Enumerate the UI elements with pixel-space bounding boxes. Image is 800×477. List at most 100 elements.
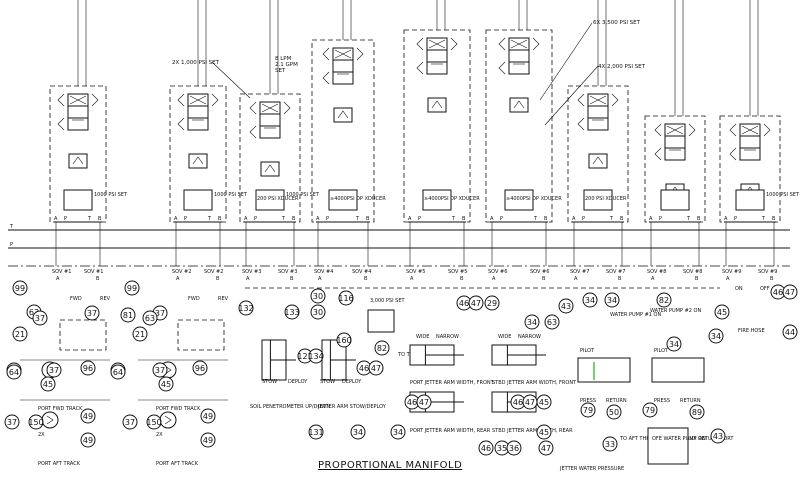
balloon-number: 34 bbox=[527, 318, 537, 327]
reducer-module bbox=[183, 189, 213, 211]
press-label: PRESS bbox=[654, 398, 670, 404]
balloon-number: 47 bbox=[471, 299, 481, 308]
balloon-circle bbox=[308, 424, 324, 440]
port-letter: P bbox=[734, 216, 737, 222]
spool-envelope bbox=[508, 49, 530, 63]
port-letter: A bbox=[408, 216, 412, 222]
item-balloon: 89 bbox=[689, 404, 705, 420]
sov-label: SOV #6 bbox=[530, 269, 549, 275]
item-balloon: 37 bbox=[46, 362, 62, 378]
item-balloon: 45 bbox=[536, 424, 552, 440]
balloon-circle bbox=[84, 305, 100, 321]
balloon-circle bbox=[80, 408, 96, 424]
balloon-number: 46 bbox=[773, 288, 783, 297]
port-b-label: B bbox=[364, 276, 368, 282]
main-rails: T P bbox=[8, 224, 790, 289]
balloon-circle bbox=[782, 324, 798, 340]
balloon-number: 34 bbox=[607, 296, 617, 305]
balloon-number: 81 bbox=[123, 311, 133, 320]
solenoid-actuator bbox=[729, 123, 737, 161]
item-balloon: 134 bbox=[308, 348, 324, 364]
port-letter: A bbox=[174, 216, 178, 222]
callout-flow-set: SET bbox=[275, 68, 286, 74]
balloon-circle bbox=[152, 362, 168, 378]
item-balloon: 116 bbox=[338, 290, 354, 306]
flow-divider-block bbox=[59, 319, 107, 351]
solenoid-actuator bbox=[416, 37, 424, 75]
qty-label: 2X bbox=[156, 432, 163, 438]
flow-arrow bbox=[510, 39, 528, 49]
item-balloon: 96 bbox=[80, 360, 96, 376]
balloon-circle bbox=[336, 332, 352, 348]
reducer-label: 1000 PSI SET bbox=[214, 192, 248, 198]
balloon-circle bbox=[536, 394, 552, 410]
balloon-number: 64 bbox=[9, 368, 19, 377]
port-a-label: A bbox=[726, 276, 730, 282]
spring-return bbox=[283, 101, 291, 115]
balloon-circle bbox=[110, 364, 126, 380]
pump2-label: WATER PUMP #2 ON bbox=[650, 308, 701, 314]
balloon-number: 96 bbox=[83, 364, 93, 373]
port-letter: P bbox=[418, 216, 421, 222]
port-b-label: B bbox=[460, 276, 464, 282]
sov-label: SOV #2 bbox=[204, 269, 223, 275]
port-b-label: B bbox=[542, 276, 546, 282]
port-letter: A bbox=[244, 216, 248, 222]
item-balloon: 46 bbox=[478, 440, 494, 456]
relief-valve-3000 bbox=[367, 309, 395, 333]
flow-arrow bbox=[189, 95, 207, 105]
balloon-circle bbox=[478, 440, 494, 456]
press-label: PRESS bbox=[580, 398, 596, 404]
spool-envelope bbox=[332, 71, 354, 85]
compensator bbox=[588, 153, 608, 169]
port-letter: T bbox=[686, 216, 691, 222]
balloon-number: 37 bbox=[87, 309, 97, 318]
balloon-number: 37 bbox=[49, 366, 59, 375]
solenoid-actuator bbox=[498, 37, 506, 75]
item-balloon: 21 bbox=[12, 326, 28, 342]
port-a-label: A bbox=[246, 276, 250, 282]
balloon-circle bbox=[416, 394, 432, 410]
item-balloon: 131 bbox=[308, 424, 324, 440]
reducer-label: 1000 PSI SET bbox=[766, 192, 800, 198]
port-letter: P bbox=[659, 216, 662, 222]
balloon-number: 45 bbox=[161, 380, 171, 389]
balloon-number: 89 bbox=[692, 408, 702, 417]
balloon-circle bbox=[310, 304, 326, 320]
reducer-module bbox=[504, 189, 534, 211]
balloon-number: 79 bbox=[583, 406, 593, 415]
item-balloon: 35 bbox=[494, 440, 510, 456]
balloon-number: 133 bbox=[284, 308, 299, 317]
balloon-circle bbox=[80, 432, 96, 448]
balloon-circle bbox=[40, 376, 56, 392]
sov-label: SOV #7 bbox=[570, 269, 589, 275]
item-balloon: 64 bbox=[110, 364, 126, 380]
balloon-number: 49 bbox=[83, 436, 93, 445]
balloon-circle bbox=[538, 440, 554, 456]
compensator bbox=[333, 107, 353, 123]
balloon-number: 79 bbox=[645, 406, 655, 415]
port-b-label: B bbox=[695, 276, 699, 282]
xducer-label: 200 PSI XDUCER bbox=[257, 196, 299, 202]
spool-envelope bbox=[664, 135, 686, 149]
compensator bbox=[188, 153, 208, 169]
balloon-number: 37 bbox=[7, 418, 17, 427]
item-balloon: 37 bbox=[4, 414, 20, 430]
width-front-label: STBD JETTER ARM WIDTH, FRONT bbox=[492, 380, 577, 386]
balloon-circle bbox=[656, 292, 672, 308]
reducer-module bbox=[255, 189, 285, 211]
spring-return bbox=[211, 93, 219, 107]
balloon-circle bbox=[192, 360, 208, 376]
balloon-circle bbox=[6, 364, 22, 380]
fwd-label: FWD bbox=[70, 296, 82, 302]
rail-p-label: P bbox=[10, 242, 13, 248]
pilot-valve-2 bbox=[651, 357, 705, 383]
balloon-number: 29 bbox=[487, 299, 497, 308]
spring-return bbox=[611, 93, 619, 107]
balloon-number: 37 bbox=[35, 314, 45, 323]
item-balloon: 46 bbox=[510, 394, 526, 410]
sov-label: SOV #4 bbox=[352, 269, 371, 275]
item-balloon: 36 bbox=[506, 440, 522, 456]
